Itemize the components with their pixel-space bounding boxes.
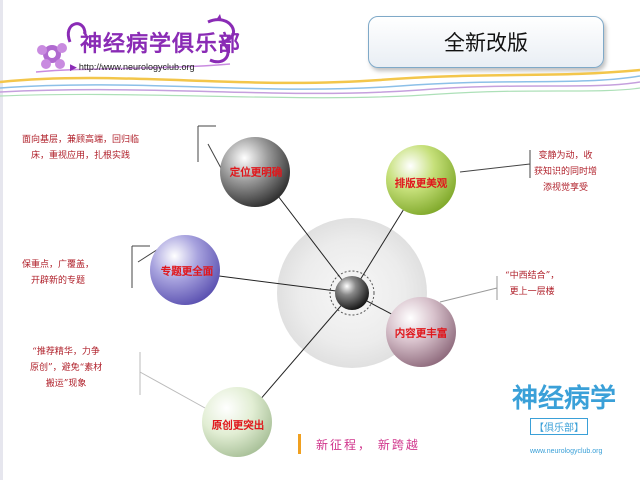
desc-clear-line: 床，重视应用，扎根实践 [31,151,131,161]
node-label-clear: 定位更明确 [229,166,283,179]
brand-stamp: 神经病学 【俱乐部】 www.neurologyclub.org [490,378,630,468]
slide-border [0,0,3,480]
desc-clear-line: 面向基层，兼顾高端，回归临 [22,135,140,145]
node-topics-sphere [150,235,220,305]
arrow-icon: ▶ [70,62,77,72]
desc-layout-line: 变静为动，收 [538,151,593,161]
node-clear-sphere [220,137,290,207]
desc-original-line: “推荐精华，力争 [32,347,100,357]
bracket-clear [197,125,223,171]
node-label-layout: 排版更美观 [394,177,448,190]
node-original-sphere [202,387,272,457]
bracket-content [439,276,498,303]
desc-topics-line: 开辟新的专题 [31,276,86,286]
node-layout-sphere [386,145,456,215]
desc-original-line: 原创”，避免“素材 [30,363,103,373]
stamp-subtitle: 【俱乐部】 [530,418,588,435]
desc-original-line: 搬运”现象 [45,379,87,389]
desc-clear: 面向基层，兼顾高端，回归临 床，重视应用，扎根实践 [22,132,139,164]
node-content-sphere [386,297,456,367]
bracket-original [139,352,206,409]
slide-title: 全新改版 [444,31,528,55]
center-sphere [335,276,369,310]
desc-layout-line: 添视觉享受 [543,183,589,193]
slogan: 新征程， 新跨越 [316,438,420,452]
slogan-bar [298,434,301,454]
title-box: 全新改版 [368,16,604,68]
stamp-title: 神经病学 [512,384,617,414]
desc-layout: 变静为动，收 获知识的同时增 添视觉享受 [534,148,597,196]
center-ring [329,270,375,316]
desc-content: “中西结合”， 更上一层楼 [505,268,559,300]
logo-url-line[interactable]: ▶http://www.neurologyclub.org [70,62,195,73]
desc-layout-line: 获知识的同时增 [534,167,598,177]
desc-content-line: 更上一层楼 [509,287,555,297]
bracket-layout [459,150,531,178]
butterfly-flourish-icon [35,14,235,73]
logo-url[interactable]: http://www.neurologyclub.org [78,62,195,72]
logo-title: 神经病学俱乐部 [80,32,242,57]
logo: 神经病学俱乐部 ▶http://www.neurologyclub.org [30,12,250,82]
node-label-original: 原创更突出 [211,419,265,432]
desc-original: “推荐精华，力争 原创”，避免“素材 搬运”现象 [30,344,102,392]
node-label-content: 内容更丰富 [394,327,448,340]
node-label-topics: 专题更全面 [160,265,214,278]
desc-topics-line: 保重点，广覆盖， [22,260,95,270]
desc-topics: 保重点，广覆盖， 开辟新的专题 [22,257,94,289]
desc-content-line: “中西结合”， [505,271,560,281]
stamp-url: www.neurologyclub.org [530,448,603,455]
wave-decoration [0,68,640,99]
